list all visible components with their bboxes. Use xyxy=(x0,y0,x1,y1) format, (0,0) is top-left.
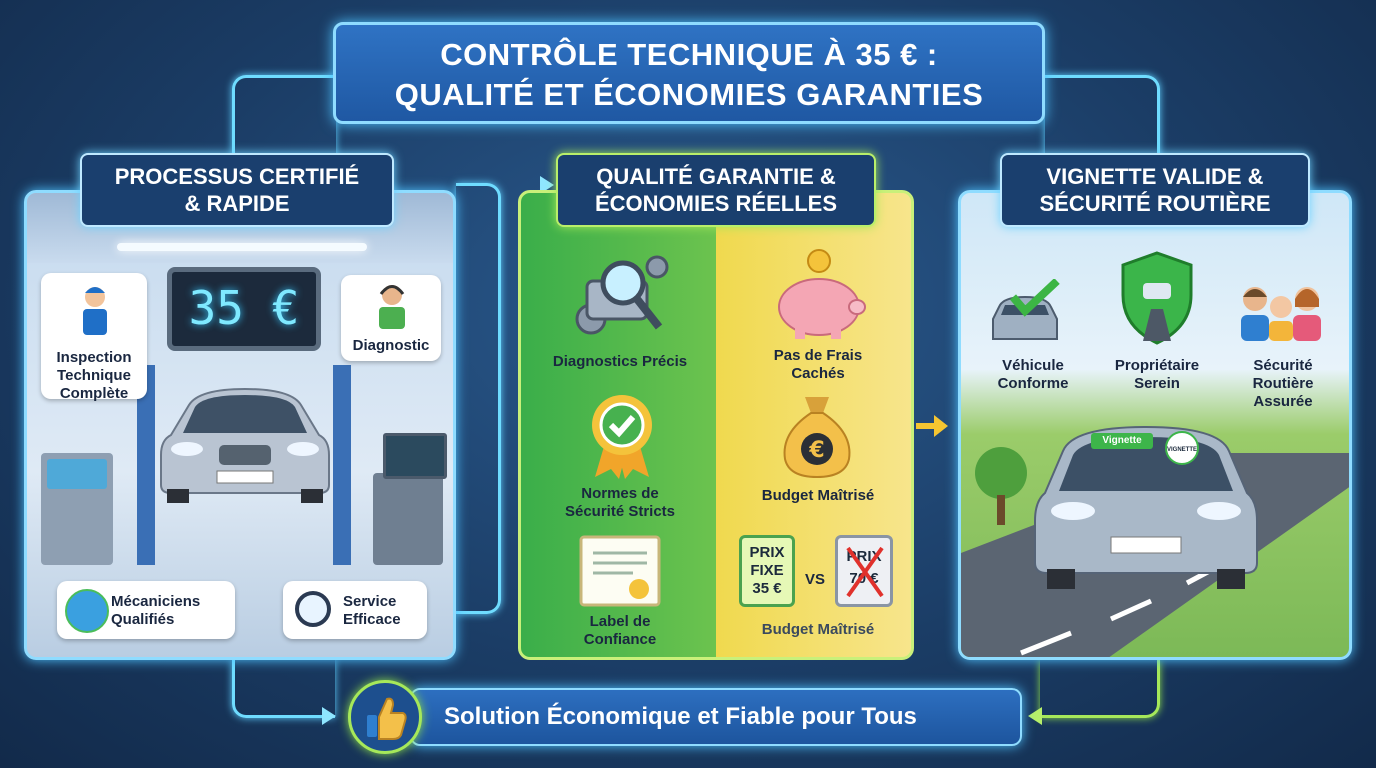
vignette-sticker: Vignette xyxy=(1091,433,1153,449)
mechanic-icon xyxy=(83,287,107,335)
price-tag-crossed: PRIX 70 € xyxy=(835,535,893,607)
normes-line-1: Normes de xyxy=(581,485,659,502)
securite-line-1: Sécurité xyxy=(1253,357,1313,374)
securite-line-3: Assurée xyxy=(1253,393,1313,410)
technician-headset-icon xyxy=(379,285,405,329)
prix-fixe-line-2: FIXE xyxy=(750,562,784,579)
securite-label: Sécurité Routière Assurée xyxy=(1223,357,1343,411)
lift-column xyxy=(333,365,351,565)
label-line-1: Label de xyxy=(589,613,651,630)
label-confiance: Label de Confiance xyxy=(521,613,719,649)
quality-badge-icon xyxy=(592,395,652,479)
inspection-line-2: Technique xyxy=(57,367,131,384)
main-title: CONTRÔLE TECHNIQUE À 35 € : QUALITÉ ET É… xyxy=(333,22,1045,124)
certificate-icon xyxy=(579,535,661,607)
arrow-right-icon xyxy=(916,423,938,429)
middle-panel: Diagnostics Précis Normes de Sécurité St… xyxy=(518,190,914,660)
arrow-head-icon xyxy=(934,415,948,437)
price-display: 35 € xyxy=(167,267,321,351)
car-front-icon xyxy=(160,387,330,503)
title-line-1: CONTRÔLE TECHNIQUE À 35 € : xyxy=(440,37,938,72)
service-line-1: Service xyxy=(343,593,397,610)
prix-fixe-line-3: 35 € xyxy=(752,580,782,597)
vehicule-label: Véhicule Conforme xyxy=(973,357,1093,393)
connector-left-to-middle xyxy=(456,183,501,614)
bubble-service: Service Efficace xyxy=(283,581,427,639)
svg-text:€: € xyxy=(808,438,824,463)
frais-line-1: Pas de Frais xyxy=(773,347,863,364)
footer-text: Solution Économique et Fiable pour Tous xyxy=(444,703,917,730)
vehicule-line-2: Conforme xyxy=(997,375,1069,392)
diagnostic-label: Diagnostic xyxy=(352,337,430,354)
vehicule-line-1: Véhicule xyxy=(1002,357,1064,374)
budget-label-2: Budget Maîtrisé xyxy=(761,621,875,638)
car-check-icon xyxy=(992,279,1060,340)
inspection-line-1: Inspection xyxy=(56,349,132,366)
mecaniciens-line-1: Mécaniciens xyxy=(111,593,201,610)
right-header: VIGNETTE VALIDE & SÉCURITÉ ROUTIÈRE xyxy=(1000,153,1310,227)
arrow-head-icon xyxy=(1028,707,1042,725)
connector-bottom-left xyxy=(232,660,335,718)
inspection-line-3: Complète xyxy=(59,385,129,402)
ceiling-light xyxy=(117,243,367,251)
tool-cart xyxy=(373,473,443,565)
lift-column xyxy=(137,365,155,565)
stopwatch-icon xyxy=(295,591,331,627)
service-line-2: Efficace xyxy=(343,611,401,628)
mecaniciens-line-2: Qualifiés xyxy=(111,611,175,628)
bubble-diagnostic: Diagnostic xyxy=(341,275,441,361)
left-header-line-1: PROCESSUS CERTIFIÉ xyxy=(114,164,360,189)
connector-bottom-right xyxy=(1040,660,1160,718)
piggy-bank-icon xyxy=(778,249,866,339)
cross-mark-icon xyxy=(846,546,884,598)
title-line-2: QUALITÉ ET ÉCONOMIES GARANTIES xyxy=(394,77,984,112)
label-line-2: Confiance xyxy=(583,631,657,648)
mechanic-avatar-icon xyxy=(65,589,109,633)
bubble-mecaniciens: Mécaniciens Qualifiés xyxy=(57,581,235,639)
securite-line-2: Routière xyxy=(1252,375,1314,392)
versus-label: VS xyxy=(804,571,825,588)
thumbs-up-icon xyxy=(348,680,422,754)
footer-banner: Solution Économique et Fiable pour Tous xyxy=(410,688,1022,746)
middle-header: QUALITÉ GARANTIE & ÉCONOMIES RÉELLES xyxy=(556,153,876,227)
shield-road-icon xyxy=(1121,251,1193,345)
vignette-sticker-round: VIGNETTE xyxy=(1165,431,1199,465)
middle-header-line-2: ÉCONOMIES RÉELLES xyxy=(594,191,838,216)
monitor-screen xyxy=(383,433,447,479)
connector-top-right xyxy=(1045,75,1160,163)
price-tag-fixed: PRIX FIXE 35 € xyxy=(739,535,795,607)
right-header-line-2: SÉCURITÉ ROUTIÈRE xyxy=(1039,191,1271,216)
price-display-text: 35 € xyxy=(188,281,300,335)
proprietaire-line-2: Serein xyxy=(1134,375,1180,392)
bubble-inspection: Inspection Technique Complète xyxy=(41,273,147,402)
normes-label: Normes de Sécurité Stricts xyxy=(521,485,719,521)
normes-line-2: Sécurité Stricts xyxy=(564,503,676,520)
money-bag-icon: € xyxy=(783,397,851,479)
right-header-line-1: VIGNETTE VALIDE & xyxy=(1046,164,1264,189)
arrow-head-icon xyxy=(322,707,336,725)
left-header-line-2: & RAPIDE xyxy=(184,191,290,216)
budget-label-1: Budget Maîtrisé xyxy=(761,487,875,504)
connector-top-left xyxy=(232,75,336,163)
left-header: PROCESSUS CERTIFIÉ & RAPIDE xyxy=(80,153,394,227)
right-panel: Vignette VIGNETTE Véhicule Conforme Prop… xyxy=(958,190,1352,660)
middle-header-line-1: QUALITÉ GARANTIE & xyxy=(596,164,836,189)
diagnostic-screen xyxy=(47,459,107,489)
arrow-head-icon xyxy=(540,176,554,194)
prix-fixe-line-1: PRIX xyxy=(749,544,785,561)
family-icon xyxy=(1241,287,1321,341)
frais-line-2: Cachés xyxy=(791,365,845,382)
diagnostics-label: Diagnostics Précis xyxy=(552,353,688,370)
proprietaire-label: Propriétaire Serein xyxy=(1097,357,1217,393)
frais-label: Pas de Frais Cachés xyxy=(719,347,911,383)
left-panel: 35 € Inspection Technique Complète Diagn… xyxy=(24,190,456,660)
proprietaire-line-1: Propriétaire xyxy=(1114,357,1200,374)
magnifier-gears-icon xyxy=(575,255,669,335)
